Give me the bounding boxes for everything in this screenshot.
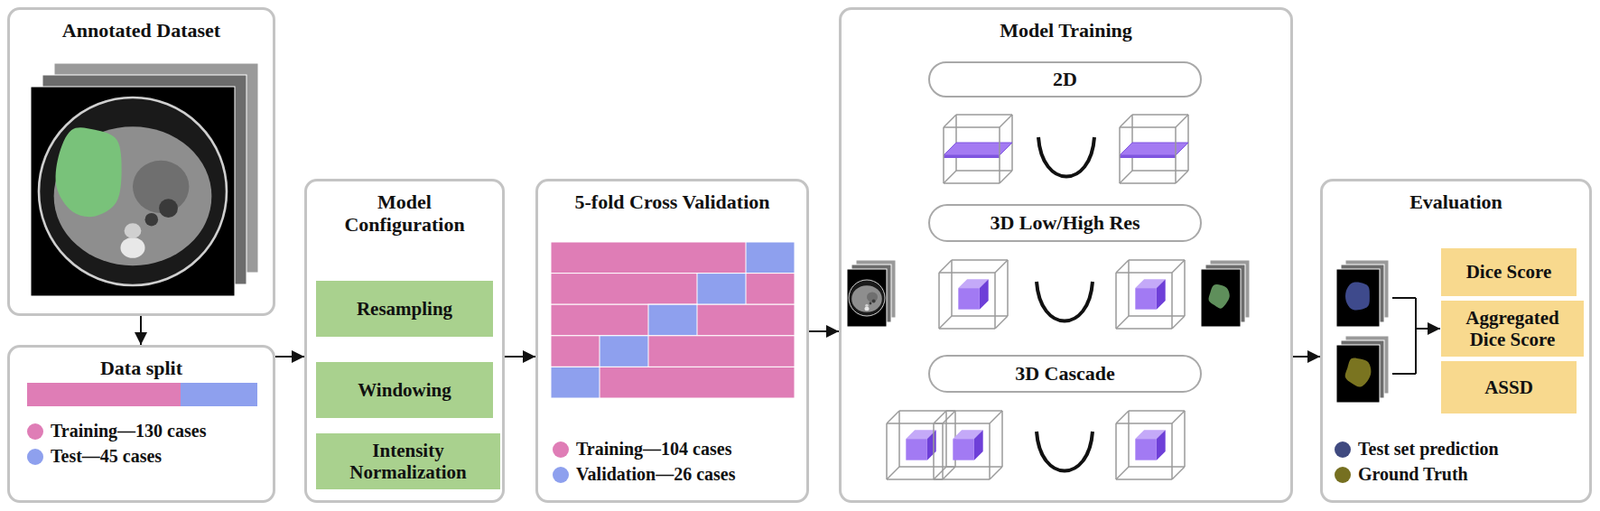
- config-step: Resampling: [316, 280, 494, 337]
- fold-row: [550, 241, 795, 274]
- panel-heading: 5-fold Cross Validation: [538, 190, 807, 214]
- box-label: Dice Score: [1460, 259, 1558, 285]
- volume-cube: [933, 410, 1003, 480]
- volume-cube: [1116, 410, 1185, 480]
- metric-box: ASSD: [1441, 361, 1577, 414]
- flow-arrow: [809, 330, 839, 333]
- config-panel: ResamplingWindowingIntensity Normalizati…: [304, 178, 505, 503]
- segmentation-blob: [55, 127, 122, 217]
- box-label: Resampling: [351, 296, 458, 322]
- legend-text: Ground Truth: [1358, 464, 1469, 485]
- legend-swatch: [552, 466, 569, 484]
- legend-text: Test—45 cases: [50, 446, 162, 467]
- legend-swatch: [1334, 466, 1351, 484]
- box-label: Aggregated Dice Score: [1441, 305, 1584, 353]
- ct-image: [1200, 260, 1250, 327]
- fold-block: [745, 241, 795, 274]
- fold-block: [550, 366, 600, 399]
- config-step: Windowing: [316, 362, 494, 419]
- legend-item: Test—45 cases: [27, 446, 162, 467]
- training-panel: 2D 3D Low/High Res 3D Cascade Model Trainin…: [838, 7, 1294, 503]
- ct-image: [1336, 335, 1389, 403]
- legend-swatch: [27, 448, 44, 466]
- panel-heading: Model Training: [841, 18, 1291, 42]
- segmentation-blob: [1345, 358, 1372, 388]
- flow-arrow: [1293, 355, 1321, 358]
- box-label: Intensity Normalization: [316, 437, 501, 485]
- legend-text: Test set prediction: [1358, 438, 1499, 460]
- fold-row: [550, 366, 795, 399]
- metric-box: Dice Score: [1441, 248, 1577, 297]
- fold-row: [550, 335, 795, 368]
- ct-image: [30, 63, 259, 297]
- model-type-pill: 3D Cascade: [928, 354, 1202, 393]
- legend-item: Test set prediction: [1334, 438, 1499, 460]
- network-symbol: [1036, 431, 1093, 472]
- box-label: ASSD: [1479, 374, 1539, 400]
- legend-item: Validation—26 cases: [552, 464, 736, 485]
- ct-image: [846, 260, 896, 327]
- dataset-panel: Annotated Dataset: [7, 7, 276, 317]
- legend-text: Validation—26 cases: [576, 464, 736, 485]
- ct-image: [1336, 260, 1389, 327]
- legend-swatch: [27, 423, 44, 440]
- model-type-pill: 3D Low/High Res: [928, 204, 1202, 242]
- panel-heading: Annotated Dataset: [9, 18, 273, 42]
- config-step: Intensity Normalization: [316, 433, 501, 490]
- box-label: 2D: [1047, 65, 1083, 93]
- metric-box: Aggregated Dice Score: [1441, 300, 1584, 357]
- segmentation-blob: [1345, 281, 1370, 310]
- panel-heading: Evaluation: [1322, 190, 1590, 214]
- legend-swatch: [552, 441, 569, 458]
- fold-block: [648, 304, 698, 336]
- split-bar: [27, 382, 258, 407]
- flow-arrow: [275, 355, 305, 358]
- legend-item: Ground Truth: [1334, 464, 1469, 485]
- legend-text: Training—104 cases: [576, 438, 732, 460]
- legend-swatch: [1334, 441, 1351, 458]
- flow-arrow: [504, 355, 536, 358]
- volume-cube: [1116, 260, 1185, 329]
- box-label: 3D Cascade: [1009, 360, 1121, 387]
- panel-heading: Model Configuration: [327, 190, 482, 237]
- box-label: 3D Low/High Res: [984, 209, 1145, 236]
- box-label: Windowing: [352, 377, 457, 403]
- legend-item: Training—104 cases: [552, 438, 732, 460]
- split-bar: [27, 382, 181, 407]
- merge-bracket: [1392, 297, 1441, 374]
- panel-heading: Data split: [9, 356, 273, 380]
- fold-block: [599, 335, 649, 368]
- flow-arrow: [139, 316, 142, 345]
- segmentation-blob: [1209, 284, 1230, 309]
- volume-cube: [886, 410, 956, 480]
- fold-row: [550, 304, 795, 336]
- fold-row: [550, 273, 795, 306]
- volume-cube: [939, 260, 1008, 329]
- network-symbol: [1038, 137, 1095, 177]
- fold-block: [697, 273, 746, 306]
- legend-item: Training—130 cases: [27, 420, 206, 442]
- network-symbol: [1036, 281, 1093, 322]
- volume-cube: [943, 114, 1013, 184]
- legend-text: Training—130 cases: [50, 420, 206, 442]
- model-type-pill: 2D: [928, 61, 1202, 98]
- volume-cube: [1119, 114, 1189, 184]
